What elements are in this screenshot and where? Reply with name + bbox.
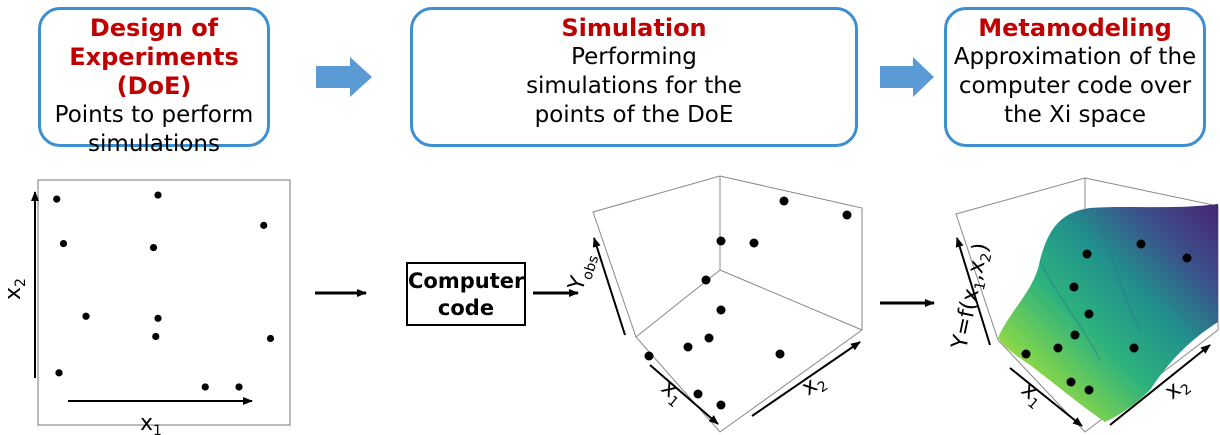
metamodel-fold	[1039, 211, 1141, 361]
meta-point	[1182, 253, 1192, 263]
sim-point	[842, 210, 852, 220]
meta-y-end: )	[968, 241, 994, 255]
doe-title-line2: Experiments (DoE)	[69, 43, 239, 100]
sim-point	[704, 333, 714, 343]
sim-point	[749, 238, 759, 248]
doe-point	[149, 244, 158, 252]
svg-text:Yobs: Yobs	[564, 250, 603, 296]
process-arrow-2	[880, 57, 934, 97]
sim-point	[716, 305, 726, 315]
sim-y-sub: obs	[579, 254, 602, 282]
meta-y-sub2: 2	[978, 252, 996, 264]
doe-body-line1: Points to perform	[54, 102, 254, 128]
simulation-body-line3: points of the DoE	[534, 102, 734, 128]
simulation-body-line1: Performing	[571, 44, 697, 70]
metamodeling-body-line1: Approximation of the	[953, 44, 1197, 70]
step-metamodeling-box: Metamodeling Approximation of the comput…	[944, 7, 1206, 147]
meta-point	[1066, 377, 1076, 387]
sim-point	[775, 349, 785, 359]
step-doe-box: Design of Experiments (DoE) Points to pe…	[38, 7, 270, 157]
meta-point	[1136, 239, 1146, 249]
doe-point	[53, 195, 61, 203]
metamodel-plot: Y=f(x1,x2) x1 x2	[947, 177, 1219, 433]
meta-point	[1084, 385, 1094, 395]
meta-x2-axis-arrow	[1109, 344, 1211, 426]
svg-text:Y=f(x1,x2): Y=f(x1,x2)	[947, 241, 997, 353]
sim-point	[716, 236, 726, 246]
sim-y-axis-arrow	[592, 237, 626, 336]
doe-body-line2: simulations	[88, 131, 220, 157]
doe-plot: x1 x2	[1, 179, 291, 435]
doe-point	[154, 191, 162, 199]
sim-point	[683, 342, 693, 352]
meta-points	[1021, 239, 1192, 395]
doe-x-sub: 1	[153, 423, 162, 435]
doe-point	[235, 383, 243, 391]
doe-title-line1: Design of	[89, 14, 219, 42]
meta-y-label: Y=f(x	[947, 286, 984, 352]
doe-y-sub: 2	[13, 278, 29, 287]
meta-point	[1053, 343, 1063, 353]
doe-point	[55, 369, 63, 377]
meta-point	[1082, 249, 1092, 259]
sim-point	[693, 389, 703, 399]
doe-point	[59, 239, 68, 248]
meta-point	[1021, 349, 1031, 359]
computer-code-line1: Computer	[408, 269, 525, 293]
doe-points	[53, 191, 275, 391]
metamodel-surface	[998, 204, 1218, 422]
sim-point	[779, 196, 789, 206]
meta-y-sub1: 1	[972, 280, 990, 292]
svg-text:x2: x2	[1, 278, 29, 300]
doe-plot-frame	[37, 179, 291, 426]
simulation-plot: Yobs x1 x2	[564, 175, 863, 433]
step-simulation-box: Simulation Performing simulations for th…	[410, 7, 858, 147]
meta-x1-axis-arrow	[1009, 367, 1083, 427]
meta-point	[1070, 330, 1080, 340]
simulation-title: Simulation	[561, 14, 707, 42]
metamodeling-title: Metamodeling	[978, 14, 1172, 42]
sim-point	[716, 400, 726, 410]
sim-point	[701, 275, 711, 285]
svg-text:x1: x1	[140, 411, 162, 435]
sim-box-edges	[592, 175, 863, 433]
meta-point	[1129, 343, 1139, 353]
doe-point	[152, 332, 160, 341]
meta-y-axis-arrow	[955, 237, 991, 346]
doe-point	[260, 221, 268, 229]
svg-text:x2: x2	[1160, 372, 1195, 408]
meta-point	[1084, 309, 1094, 319]
doe-point	[154, 314, 162, 322]
sim-point	[644, 351, 654, 361]
simulation-body-line2: simulations for the	[526, 73, 742, 99]
doe-y-label: x	[1, 287, 26, 300]
computer-code-line2: code	[437, 296, 495, 320]
computer-code-box: Computer code	[406, 262, 526, 326]
doe-point	[201, 383, 209, 391]
sim-x2-axis-arrow	[751, 341, 861, 417]
doe-point	[266, 334, 275, 343]
process-arrow-1	[316, 57, 372, 97]
sim-points	[644, 196, 852, 410]
meta-point	[1069, 282, 1079, 292]
sim-x1-axis-arrow	[649, 364, 719, 425]
doe-point	[82, 312, 90, 320]
doe-x-label: x	[140, 411, 153, 435]
metamodeling-body-line2: computer code over	[958, 73, 1192, 99]
metamodeling-body-line3: the Xi space	[1004, 102, 1146, 128]
